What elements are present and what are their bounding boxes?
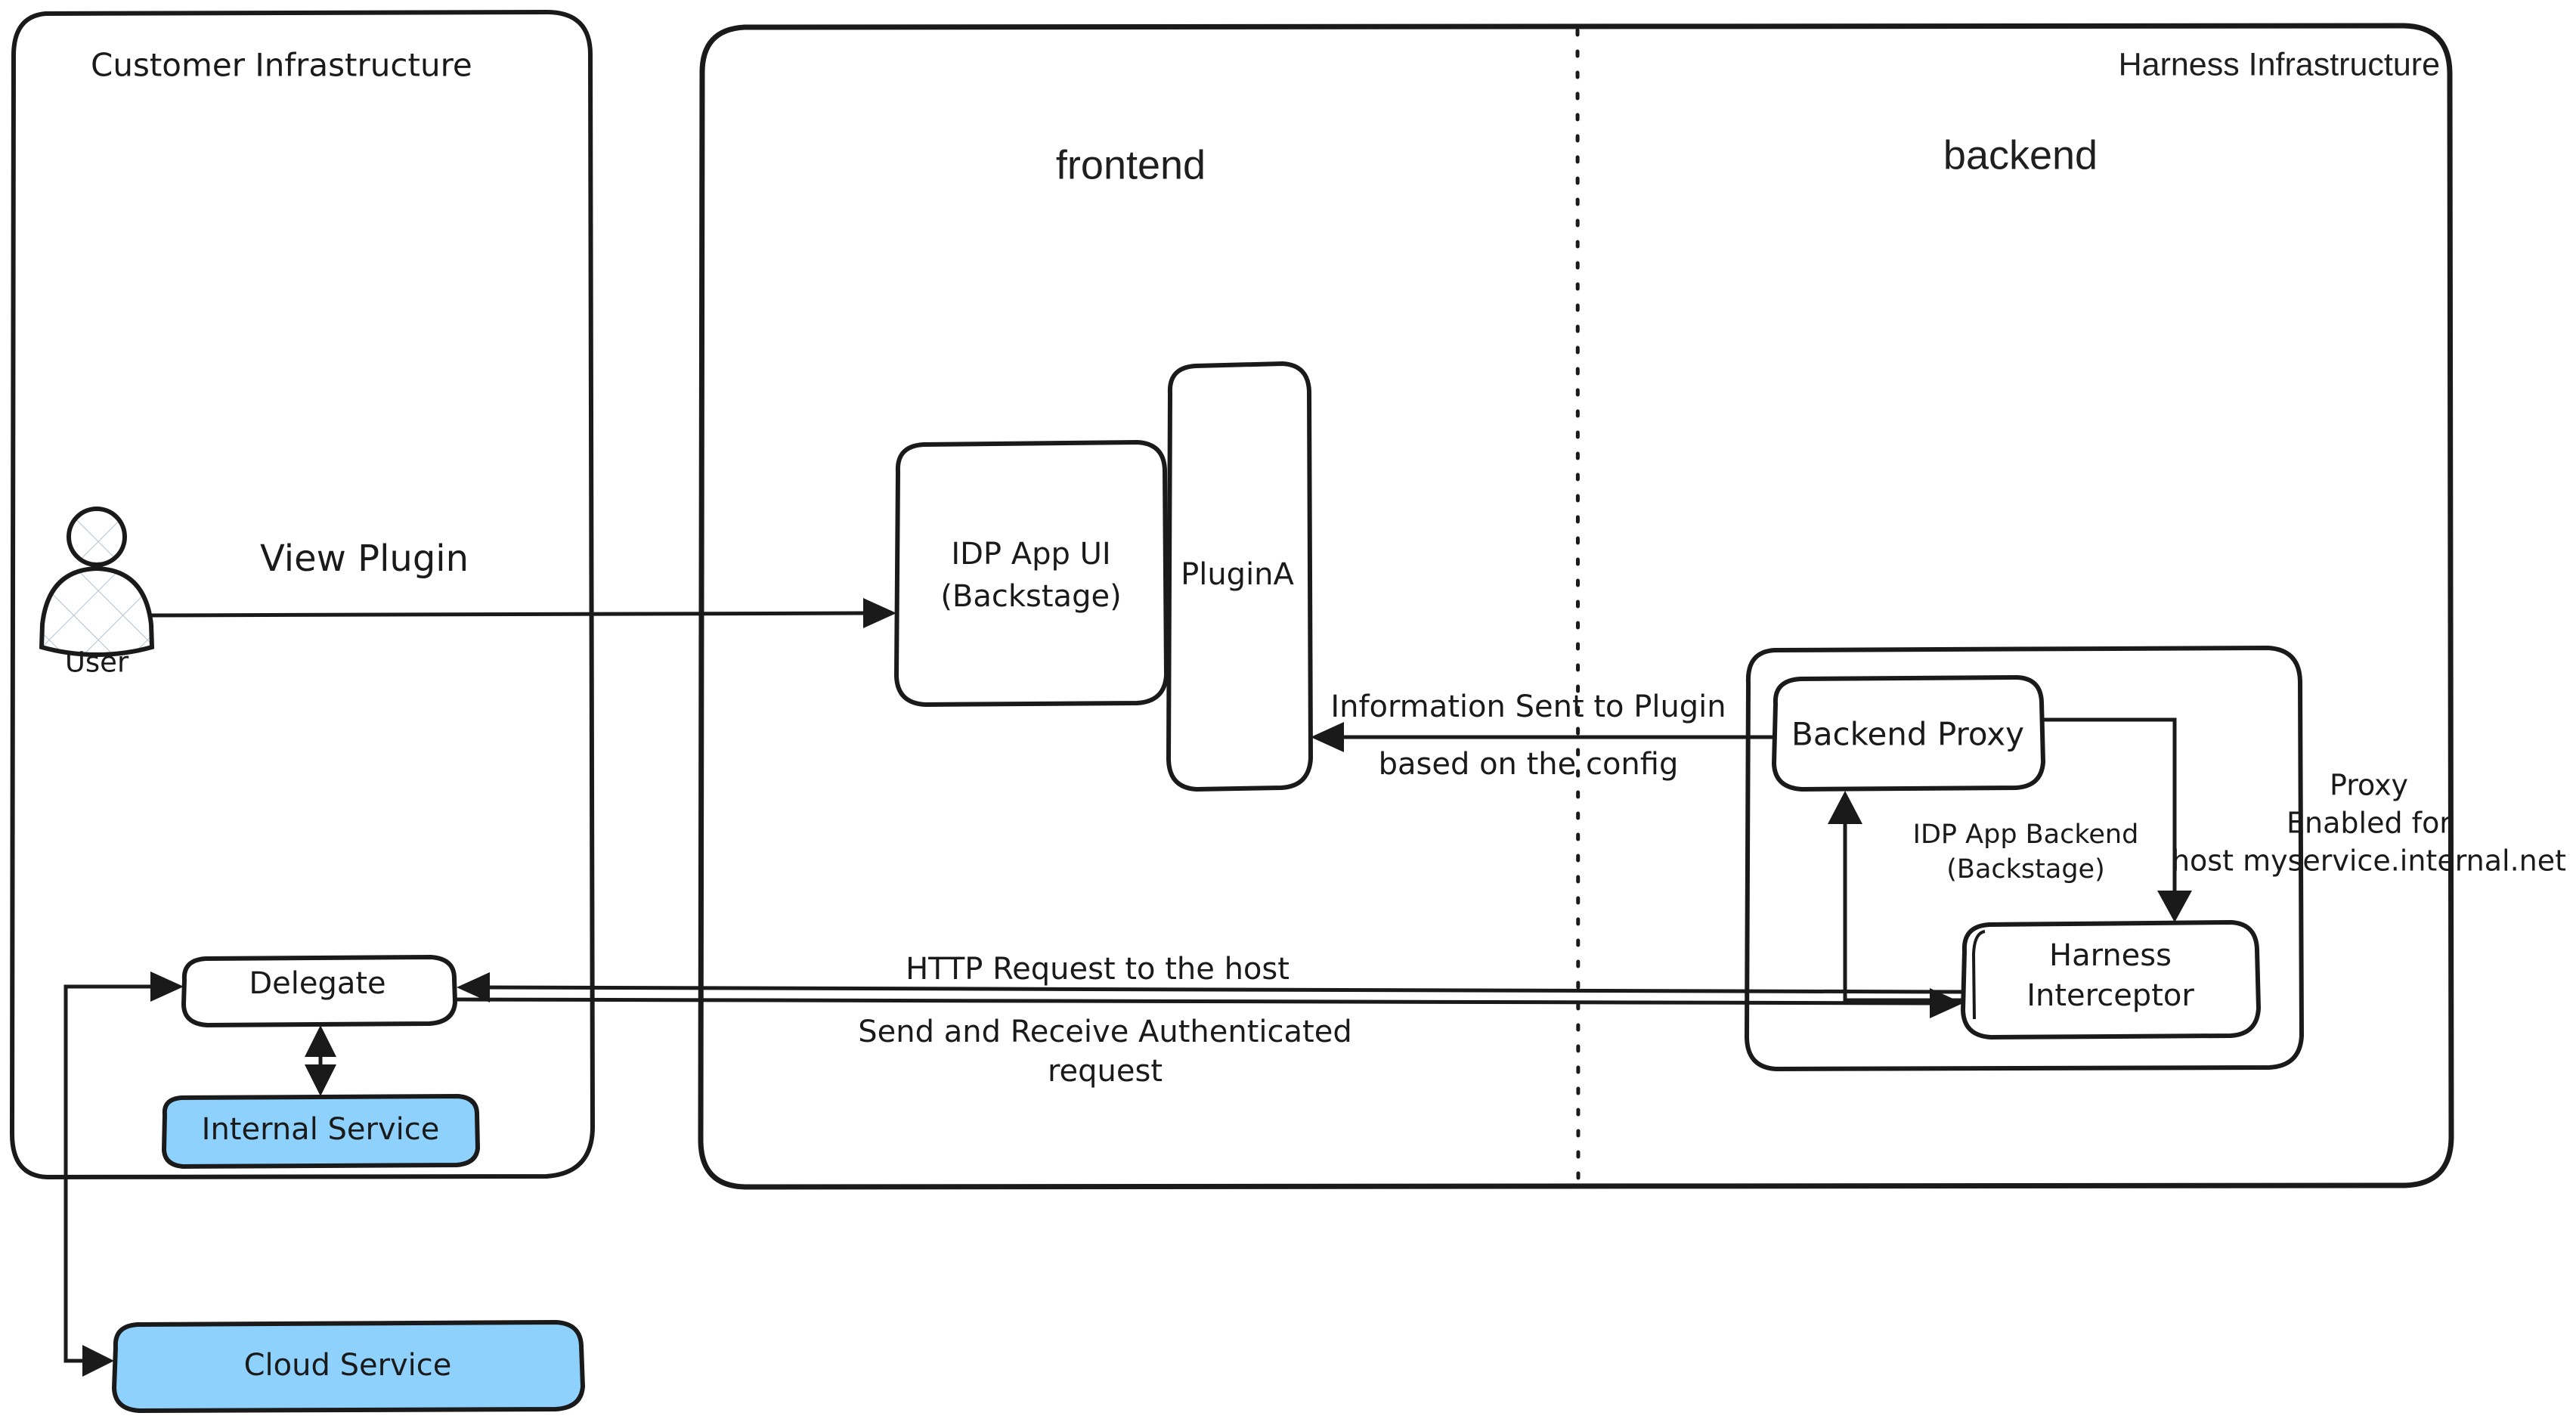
container-label-harness: Harness Infrastructure	[2119, 46, 2440, 82]
actor-user-label: User	[65, 646, 129, 679]
idp-app-backend-line-1: IDP App Backend	[1913, 820, 2139, 850]
http-request-line-3: request	[1048, 1054, 1163, 1089]
idp-app-ui-line-2: (Backstage)	[940, 579, 1121, 614]
container-customer-infrastructure	[9, 9, 596, 1180]
node-label-internal-service: Internal Service	[202, 1112, 440, 1147]
edge-label-information-sent: Information Sent to Plugin based on the …	[1330, 689, 1726, 782]
http-request-line-1: HTTP Request to the host	[906, 952, 1290, 987]
actor-user	[39, 507, 155, 658]
node-backend-proxy[interactable]	[1771, 674, 2046, 792]
edge-interceptor-to-proxy	[1828, 791, 1963, 1002]
node-cloud-service[interactable]	[111, 1319, 586, 1414]
edge-http-request-inbound	[457, 972, 1964, 1002]
edge-label-http-request: HTTP Request to the host Send and Receiv…	[858, 952, 1351, 1089]
edge-proxy-to-interceptor	[2043, 717, 2192, 922]
idp-app-backend-line-2: (Backstage)	[1946, 854, 2104, 885]
edge-http-request-outbound	[456, 988, 1963, 1018]
section-label-frontend: frontend	[1056, 142, 1206, 187]
node-internal-service[interactable]	[161, 1093, 481, 1170]
information-sent-line-1: Information Sent to Plugin	[1330, 689, 1726, 724]
proxy-enabled-line-1: Proxy	[2330, 769, 2408, 802]
node-idp-app-ui[interactable]	[893, 439, 1169, 708]
http-request-line-2: Send and Receive Authenticated	[858, 1015, 1351, 1049]
information-sent-line-2: based on the config	[1379, 747, 1679, 782]
edge-delegate-internal-service	[305, 1025, 336, 1096]
container-label-customer: Customer Infrastructure	[91, 47, 472, 84]
node-label-delegate: Delegate	[249, 966, 385, 1001]
node-label-cloud-service: Cloud Service	[244, 1348, 452, 1383]
harness-interceptor-line-2: Interceptor	[2026, 978, 2194, 1013]
edge-label-view-plugin: View Plugin	[260, 538, 469, 580]
node-label-idp-app-ui: IDP App UI (Backstage)	[940, 537, 1121, 614]
harness-interceptor-line-1: Harness	[2049, 938, 2172, 973]
edge-information-sent	[1311, 722, 1774, 752]
node-harness-interceptor[interactable]	[1960, 919, 2262, 1040]
idp-app-ui-line-1: IDP App UI	[951, 537, 1110, 572]
proxy-enabled-line-2: Enabled for	[2287, 807, 2451, 840]
container-idp-app-backend	[1744, 645, 2305, 1072]
section-label-backend: backend	[1943, 132, 2098, 178]
node-plugin-a[interactable]	[1166, 361, 1314, 792]
node-delegate[interactable]	[181, 954, 458, 1028]
container-harness-infrastructure	[698, 23, 2454, 1190]
node-label-backend-proxy: Backend Proxy	[1791, 716, 2024, 753]
node-label-harness-interceptor: Harness Interceptor	[2026, 938, 2194, 1013]
edge-label-proxy-enabled: Proxy Enabled for host myservice.interna…	[2172, 769, 2566, 878]
frontend-backend-divider	[1575, 28, 1581, 1185]
edge-cloud-service-delegate	[63, 971, 184, 1377]
container-label-idp-app-backend: IDP App Backend (Backstage)	[1913, 820, 2139, 885]
proxy-enabled-line-3: host myservice.internal.net	[2172, 844, 2566, 878]
edge-view-plugin	[147, 598, 896, 628]
node-label-plugin-a: PluginA	[1181, 557, 1294, 592]
